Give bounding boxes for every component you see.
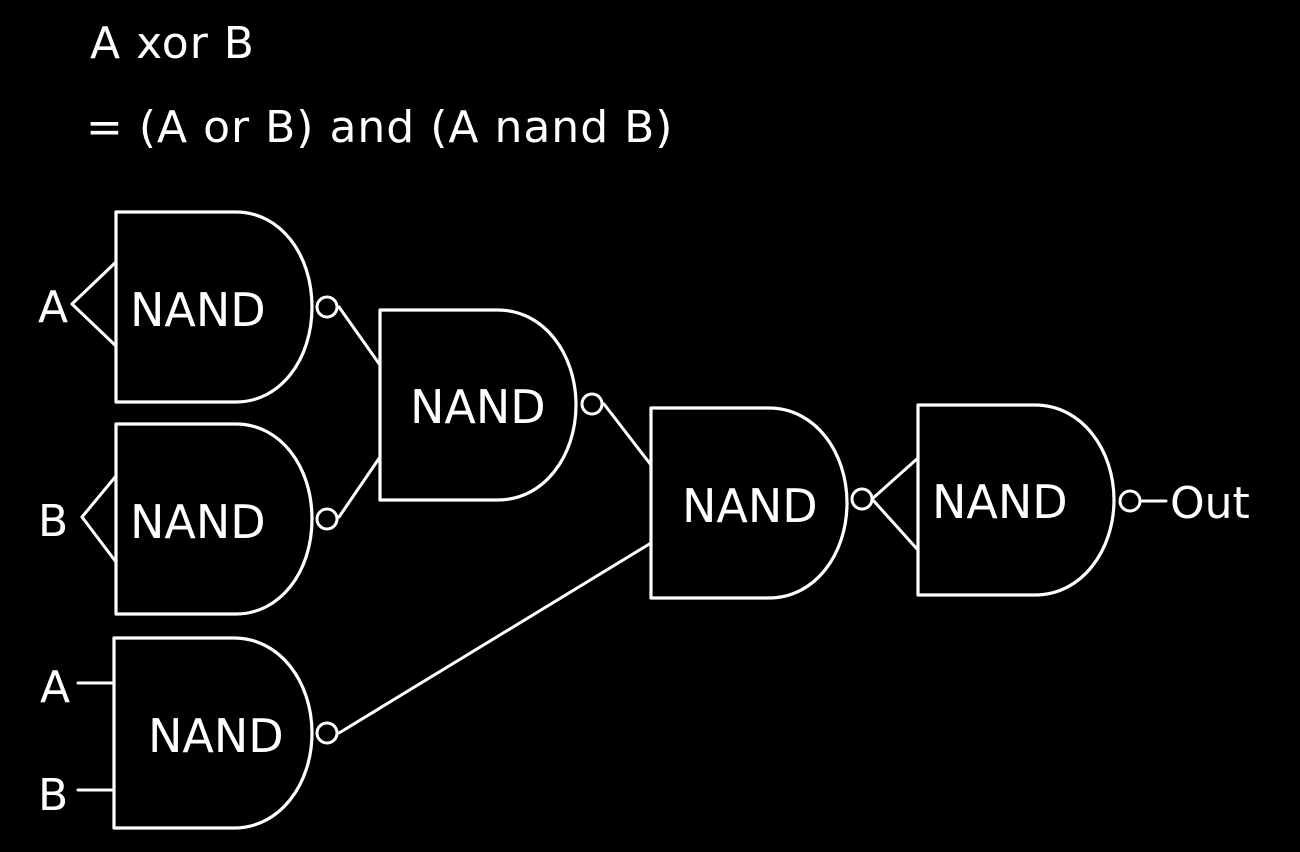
nand-gate-2: NAND: [114, 422, 339, 616]
wire-gate5-to-gate6-top: [870, 456, 920, 501]
nand-gate-4: NAND: [378, 308, 604, 502]
gate-5-body: [649, 406, 849, 600]
gate-1-inverter-bubble: [315, 295, 339, 319]
input-b-label-2: B: [38, 770, 68, 821]
formula-line-1: A xor B: [90, 18, 255, 69]
gate-1-label: NAND: [130, 283, 266, 337]
gate-2-body: [114, 422, 314, 616]
input-a-label: A: [38, 282, 68, 333]
nand-gate-1: NAND: [114, 210, 339, 404]
wire-gate5-to-gate6-bottom: [870, 497, 920, 552]
wire-gate2-to-gate4: [337, 455, 382, 519]
wire-gate4-to-gate5: [602, 402, 653, 467]
gate-5-inverter-bubble: [850, 487, 874, 511]
gate-6-inverter-bubble: [1118, 489, 1142, 513]
gate-4-inverter-bubble: [580, 392, 604, 416]
input-b-label: B: [38, 496, 68, 547]
gate-3-inverter-bubble: [315, 721, 339, 745]
wire-b-to-gate2-top: [80, 474, 118, 519]
gate-1-body: [114, 210, 314, 404]
wire-a-to-gate1-bottom: [70, 302, 118, 348]
wire-b-to-gate2-bottom: [80, 515, 118, 564]
input-a-label-2: A: [40, 662, 70, 713]
gate-6-label: NAND: [932, 475, 1068, 529]
gate-2-label: NAND: [130, 495, 266, 549]
gate-4-body: [378, 308, 578, 502]
wires: [70, 260, 1168, 792]
wire-gate1-to-gate4: [337, 305, 382, 367]
gate-4-label: NAND: [410, 380, 546, 434]
formula-line-2: = (A or B) and (A nand B): [86, 102, 673, 153]
gate-3-label: NAND: [148, 709, 284, 763]
gate-3-body: [112, 636, 314, 830]
output-label: Out: [1170, 478, 1250, 529]
wire-gate3-to-gate5: [337, 541, 653, 735]
nand-gate-5: NAND: [649, 406, 874, 600]
gate-2-inverter-bubble: [315, 507, 339, 531]
gate-6-body: [916, 403, 1116, 597]
nand-gate-3: NAND: [112, 636, 339, 830]
nand-gate-6: NAND: [916, 403, 1142, 597]
gate-5-label: NAND: [682, 479, 818, 533]
wire-a-to-gate1-top: [70, 260, 118, 306]
